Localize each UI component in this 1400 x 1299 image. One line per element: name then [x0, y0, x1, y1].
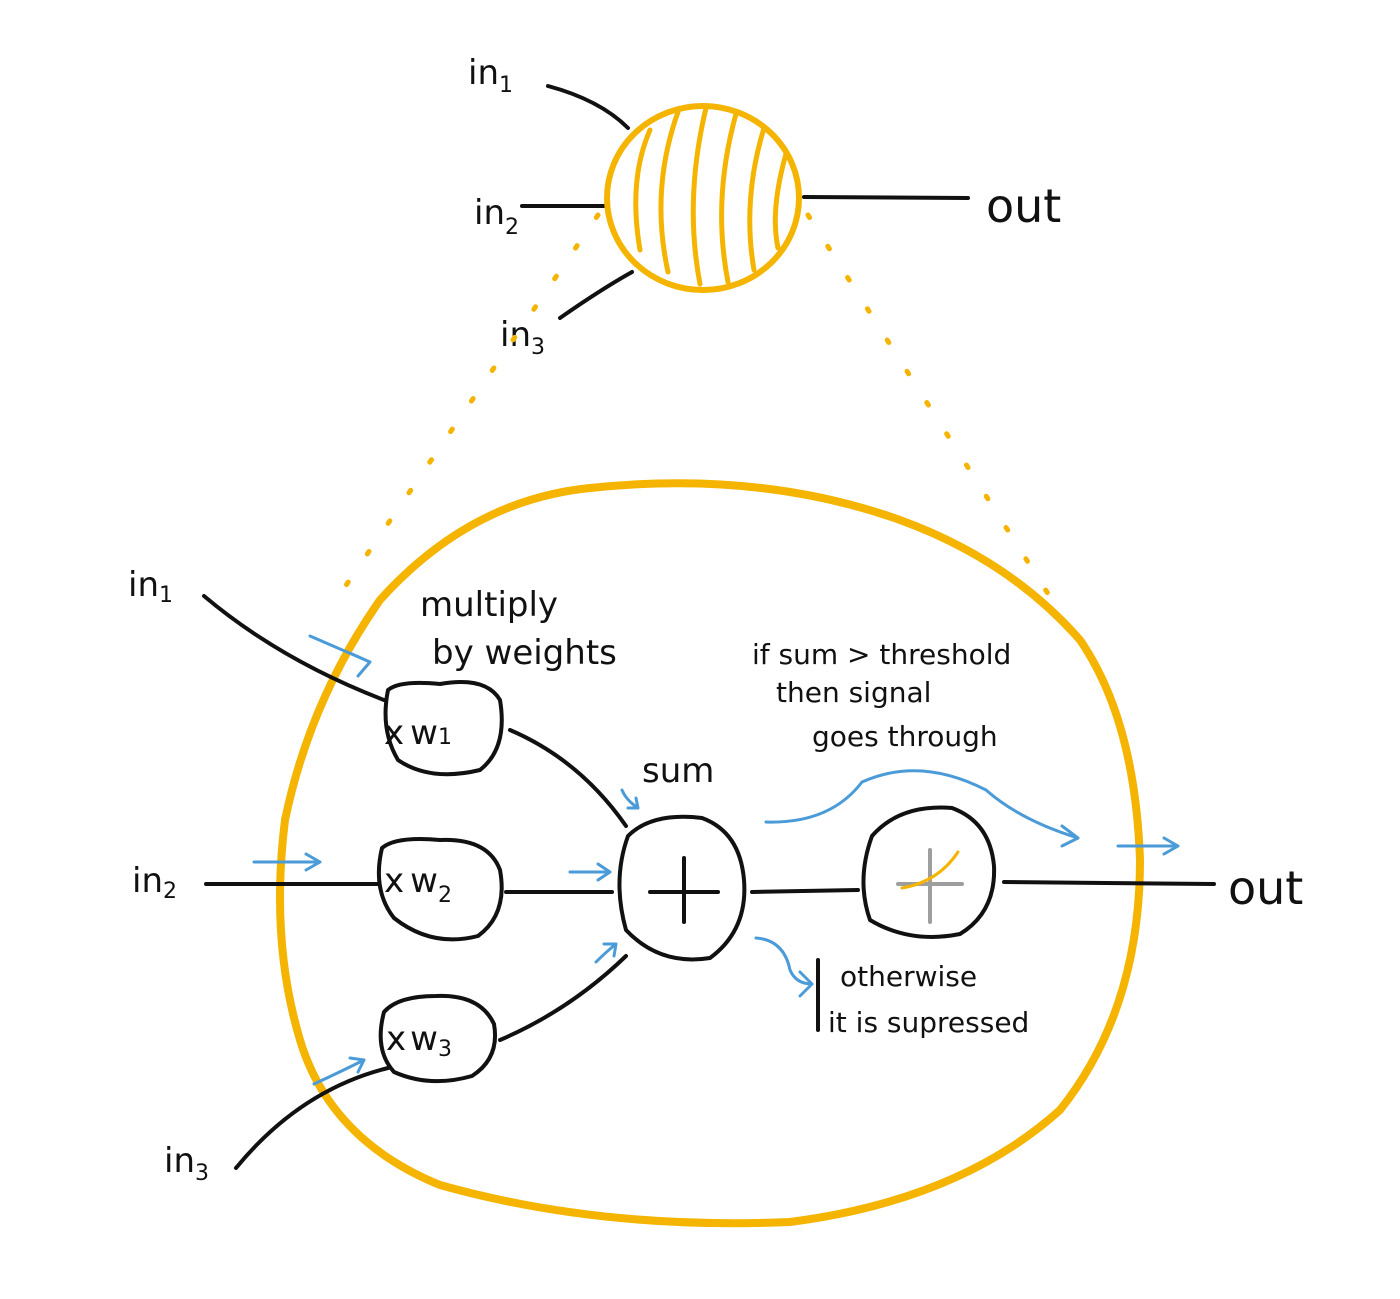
suppress-note-line-1: otherwise: [840, 960, 977, 993]
signal-arrows: [252, 634, 1180, 1086]
sum-node: [617, 814, 747, 962]
weight-node-3: [378, 993, 497, 1084]
plus-icon: [648, 856, 720, 924]
signal-arrow-sum-1: [620, 788, 640, 810]
activation-function-icon: [896, 848, 964, 924]
signal-suppress-arrow: [754, 936, 814, 998]
sum-label: sum: [642, 751, 714, 791]
detail-input-line-3: [234, 1066, 390, 1170]
top-input-label-2: in2: [474, 193, 519, 240]
top-input-label-1: in1: [468, 53, 513, 98]
detail-input-line-1: [202, 594, 386, 702]
top-input-line-1: [546, 84, 630, 130]
top-output-label: out: [986, 179, 1061, 233]
multiply-note-line-1: multiply: [420, 585, 558, 625]
detail-output-line: [1002, 880, 1216, 886]
signal-arrow-sum-2: [568, 862, 612, 882]
zoomed-neuron-boundary: [276, 479, 1144, 1228]
top-neuron-body: [604, 103, 802, 293]
suppress-note-line-2: it is supressed: [828, 1006, 1029, 1039]
detail-input-label-2: in2: [132, 861, 177, 904]
detail-input-label-3: in3: [164, 1141, 209, 1186]
signal-pass-arrow: [764, 769, 1080, 848]
weight-to-sum-line-3: [498, 954, 628, 1042]
sum-to-activation-line: [750, 888, 860, 894]
threshold-note-line-3: goes through: [812, 720, 998, 753]
signal-arrow-sum-3: [594, 942, 618, 964]
top-neuron-group: in1 in2 in3 out: [468, 53, 1061, 360]
signal-output-arrow: [1116, 836, 1180, 856]
threshold-note-line-2: then signal: [776, 676, 931, 709]
threshold-note-line-1: if sum > threshold: [752, 638, 1011, 671]
top-input-line-3: [558, 270, 634, 320]
zoom-connectors: [333, 212, 1055, 603]
detail-input-label-1: in1: [128, 565, 173, 608]
weight-node-2: [376, 837, 504, 942]
zoom-connector-right: [805, 212, 1055, 603]
signal-arrow-input-1: [308, 634, 372, 678]
weight-to-sum-line-1: [508, 728, 628, 828]
top-input-label-3: in3: [500, 315, 545, 360]
signal-arrow-input-3: [312, 1056, 366, 1086]
activation-node: [861, 805, 997, 939]
signal-arrow-input-2: [252, 852, 322, 872]
zoom-connector-left: [333, 212, 601, 603]
multiply-note-line-2: by weights: [432, 633, 617, 673]
detail-output-label: out: [1228, 861, 1303, 915]
weight-node-1: [383, 680, 504, 777]
top-output-line: [802, 195, 970, 200]
